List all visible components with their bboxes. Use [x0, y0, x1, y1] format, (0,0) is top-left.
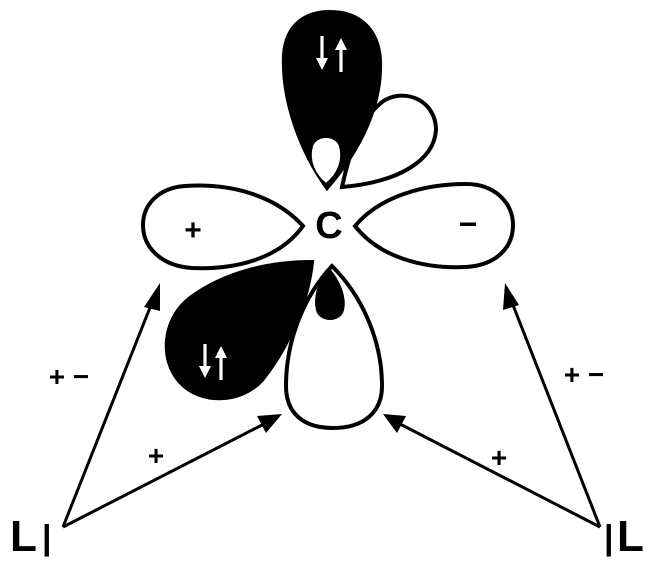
left-sigma-donation-arrow — [63, 414, 282, 527]
left-sigma-sign-label: + — [148, 440, 164, 471]
right-ligand-lone-pair: | — [604, 519, 614, 557]
right-pi-sign-label: + − — [564, 359, 604, 390]
left-ligand-lone-pair: | — [42, 519, 52, 557]
left-lobe-sign: + — [184, 214, 202, 247]
right-sigma-sign-label: + — [491, 442, 507, 473]
right-lobe-sign: − — [459, 206, 478, 242]
right-ligand: | L — [604, 512, 644, 561]
orbital-left-lobe — [143, 186, 303, 269]
left-ligand-symbol: L — [10, 512, 37, 561]
right-ligand-symbol: L — [617, 512, 644, 561]
left-pi-sign-label: + − — [49, 361, 89, 392]
left-pi-donation-arrow — [63, 283, 160, 527]
carbon-atom-label: C — [315, 205, 342, 247]
right-pi-donation-arrow — [503, 283, 600, 527]
left-ligand: L | — [10, 512, 52, 561]
orbital-right-lobe — [355, 184, 513, 267]
